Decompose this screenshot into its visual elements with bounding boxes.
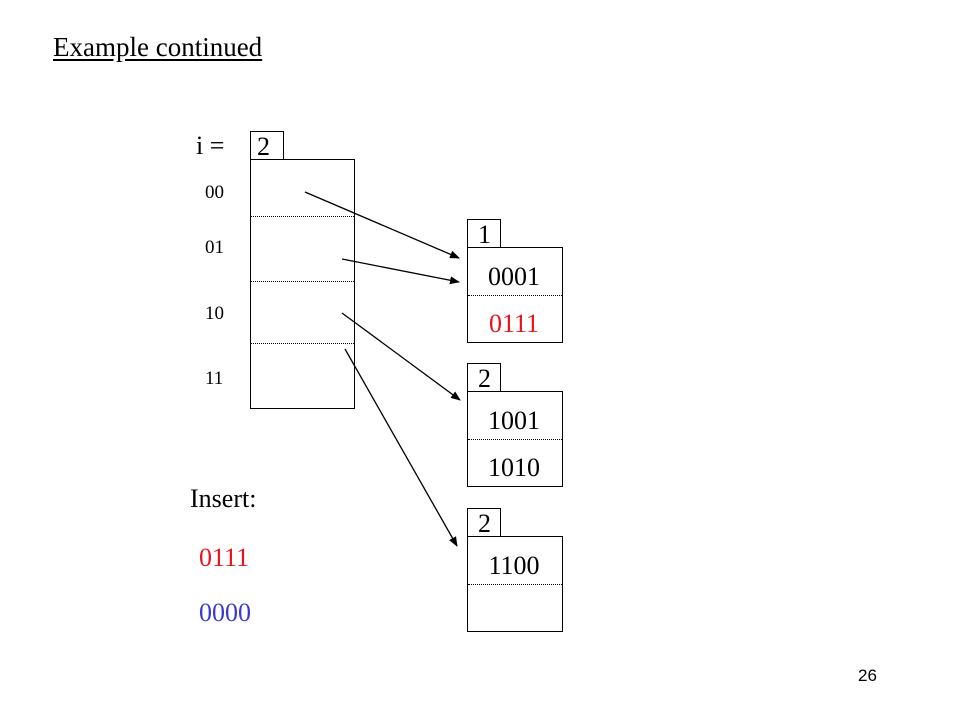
bucket-3-key-1: 1100 [488, 551, 540, 580]
directory-table [250, 159, 355, 409]
bucket-1-key-2: 0111 [488, 309, 540, 338]
bucket-2: 1001 1010 [467, 391, 563, 487]
bucket-2-local-depth: 2 [467, 363, 501, 392]
directory-label-01: 01 [205, 237, 224, 258]
bucket-3-local-depth: 2 [467, 508, 501, 537]
page-number: 26 [858, 666, 877, 685]
directory-divider [251, 216, 354, 217]
global-depth-label: i = [196, 131, 225, 160]
bucket-1-local-depth: 1 [467, 219, 501, 248]
bucket-2-key-1: 1001 [488, 406, 540, 435]
insert-key-1: 0111 [199, 543, 250, 572]
directory-label-00: 00 [205, 182, 224, 203]
insert-label: Insert: [190, 484, 257, 513]
insert-key-2: 0000 [199, 598, 251, 627]
arrow-01-to-bucket-1 [341, 258, 460, 285]
bucket-divider [468, 584, 562, 585]
bucket-3: 1100 [467, 536, 563, 632]
arrow-00-to-bucket-1 [304, 191, 460, 259]
arrow-10-to-bucket-2 [341, 312, 461, 401]
bucket-2-key-2: 1010 [488, 453, 540, 482]
bucket-divider [468, 295, 562, 296]
global-depth-box: 2 [250, 131, 284, 160]
directory-label-11: 11 [205, 368, 224, 389]
arrow-11-to-bucket-3 [344, 348, 458, 547]
slide-title: Example continued [53, 32, 263, 62]
bucket-1: 0001 0111 [467, 247, 563, 343]
directory-divider [251, 343, 354, 344]
directory-divider [251, 281, 354, 282]
bucket-divider [468, 439, 562, 440]
directory-label-10: 10 [205, 303, 224, 324]
bucket-1-key-1: 0001 [488, 262, 540, 291]
